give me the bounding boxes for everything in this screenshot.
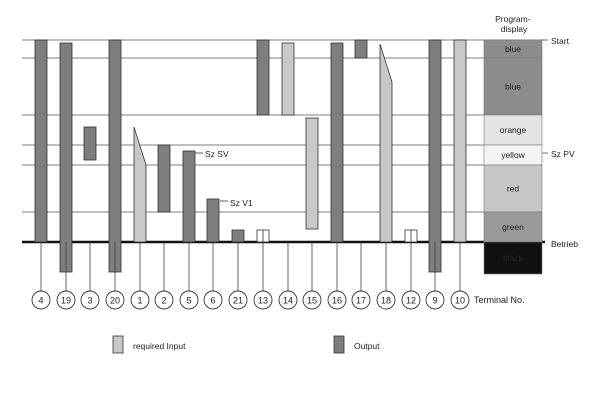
- output-bar-2: [157, 144, 171, 213]
- start-label: Start: [551, 36, 570, 46]
- output-bar-19: [59, 42, 73, 273]
- output-bar-13: [256, 39, 270, 116]
- legend-input-swatch: [112, 335, 124, 354]
- terminal-number: 1: [137, 296, 142, 306]
- program-segment-label: black: [503, 253, 524, 263]
- output-bar-9: [428, 39, 442, 273]
- terminal-circle-21: [228, 290, 248, 310]
- terminal-number: 15: [307, 296, 317, 306]
- input-bar-18: [379, 43, 393, 243]
- terminal-circle-12: [401, 290, 421, 310]
- legend-output-swatch: [333, 335, 345, 354]
- program-segment-black: [483, 241, 543, 275]
- terminal-circle-14: [278, 290, 298, 310]
- program-display: Program- display blue blue orange yellow red…: [483, 14, 543, 275]
- terminal-number: 14: [283, 296, 293, 306]
- terminal-circle-15: [302, 290, 322, 310]
- output-bar-21: [231, 229, 245, 243]
- terminal-circle-9: [425, 290, 445, 310]
- terminal-circle-4: [31, 290, 51, 310]
- terminal-number: 19: [61, 296, 71, 306]
- input-bar-1: [133, 126, 147, 243]
- terminal-circle-19: [56, 290, 76, 310]
- sz-pv-label: Sz PV: [551, 149, 575, 159]
- terminal-circle-18: [376, 290, 396, 310]
- terminal-circle-1: [130, 290, 150, 310]
- sz-v1-label: Sz V1: [230, 198, 253, 208]
- terminal-number: 20: [110, 296, 120, 306]
- input-bar-10: [453, 39, 467, 243]
- terminal-number: 3: [87, 296, 92, 306]
- terminal-number: 5: [186, 296, 191, 306]
- terminal-number: 21: [233, 296, 243, 306]
- betrieb-label: Betrieb: [551, 239, 578, 249]
- terminal-no-label: Terminal No.: [474, 295, 525, 305]
- terminal-circle-6: [203, 290, 223, 310]
- output-bar-4: [34, 39, 48, 243]
- terminal-number: 10: [455, 296, 465, 306]
- terminal-circle-3: [80, 290, 100, 310]
- output-bar-3: [83, 126, 97, 161]
- program-segment-label: yellow: [501, 150, 525, 160]
- sz-sv-label: Sz SV: [205, 149, 229, 159]
- output-bar-17: [354, 39, 368, 59]
- program-segment-red: [483, 164, 543, 213]
- terminal-number: 18: [381, 296, 391, 306]
- legend-output-label: Output: [354, 341, 380, 351]
- terminal-number: 4: [38, 296, 43, 306]
- terminal-circle-17: [351, 290, 371, 310]
- legend: required Input Output: [112, 335, 380, 354]
- program-segment-orange: [483, 114, 543, 146]
- terminal-number: 13: [258, 296, 268, 306]
- terminal-circle-20: [105, 290, 125, 310]
- terminal-number: 12: [406, 296, 416, 306]
- program-segment-label: orange: [500, 125, 527, 135]
- terminal-circle-16: [327, 290, 347, 310]
- input-bar-14: [281, 42, 295, 116]
- output-bar-20: [108, 39, 122, 273]
- terminal-circle-2: [154, 290, 174, 310]
- program-segment-label: red: [507, 184, 520, 194]
- program-display-title: Program- display: [495, 14, 533, 34]
- program-segment-blue: [483, 57, 543, 116]
- output-bar-6: [206, 198, 220, 243]
- terminal-circle-10: [450, 290, 470, 310]
- input-bar-15: [305, 117, 319, 230]
- legend-input-label: required Input: [133, 341, 186, 351]
- output-bar-16: [330, 42, 344, 243]
- terminal-number: 17: [356, 296, 366, 306]
- program-segment-label: green: [502, 222, 524, 232]
- terminal-number: 2: [161, 296, 166, 306]
- signal-bars: [34, 39, 467, 273]
- terminal-number: 16: [332, 296, 342, 306]
- terminal-circle-13: [253, 290, 273, 310]
- terminal-circle-5: [179, 290, 199, 310]
- program-segment-green: [483, 211, 543, 243]
- terminal-number: 9: [432, 296, 437, 306]
- terminal-number: 6: [210, 296, 215, 306]
- output-bar-5: [182, 150, 196, 243]
- program-segment-label: blue: [505, 44, 521, 54]
- program-segment-label: blue: [505, 82, 521, 92]
